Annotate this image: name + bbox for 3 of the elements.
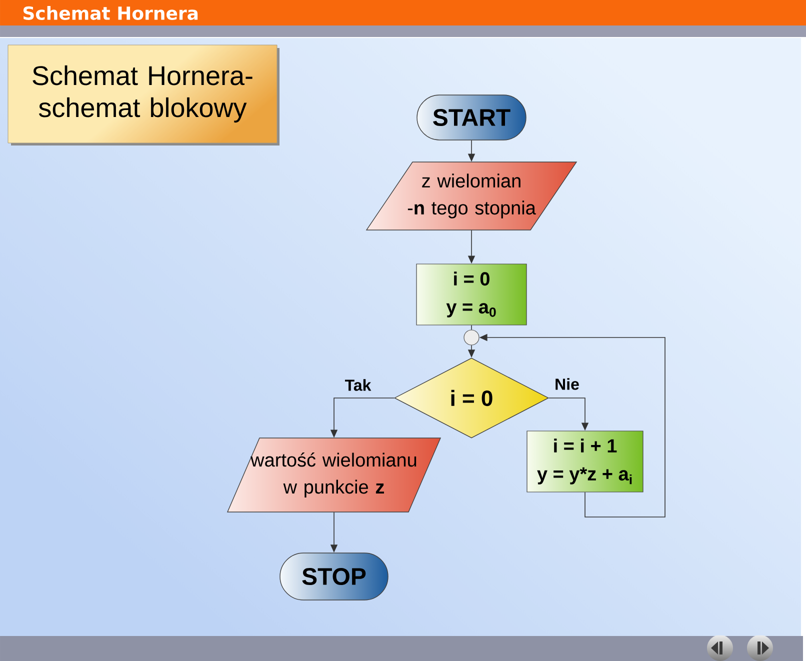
title-bar: Schemat Hornera [0,0,806,26]
edge-label: Nie [556,378,579,390]
edge-label: Tak [344,379,372,391]
